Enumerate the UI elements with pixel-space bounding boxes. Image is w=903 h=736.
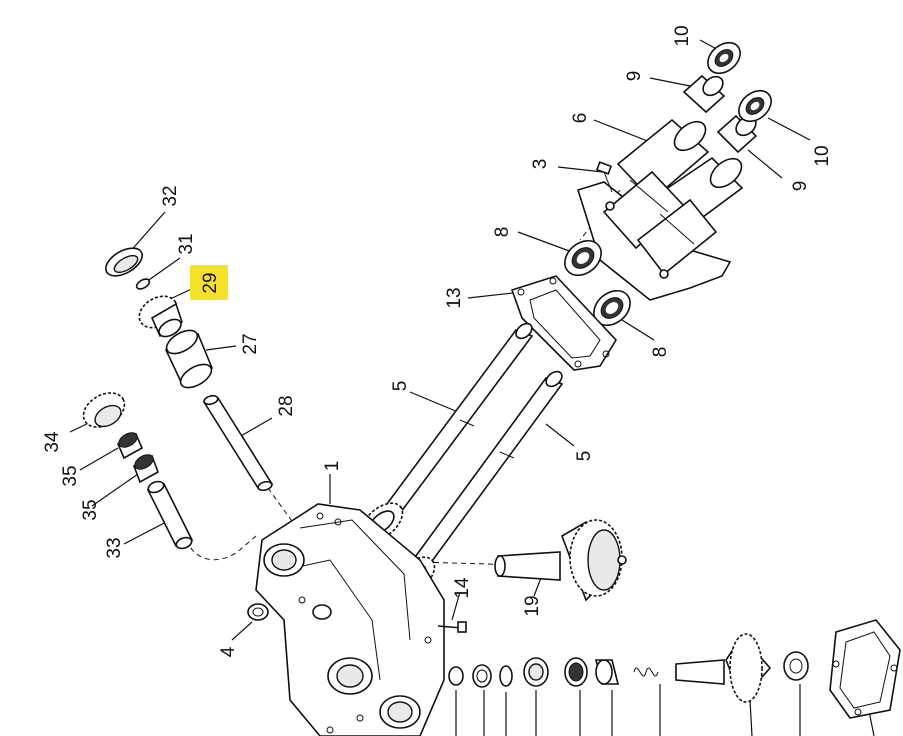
bolt-3 bbox=[595, 161, 613, 193]
callout-labels: 10 9 6 10 3 9 32 31 29 8 13 8 27 5 28 34… bbox=[42, 25, 833, 657]
gear-29 bbox=[138, 295, 183, 338]
seal-10b bbox=[738, 89, 772, 123]
callout-29: 29 bbox=[200, 272, 221, 293]
callout-1: 1 bbox=[322, 461, 343, 472]
seal-10a bbox=[707, 41, 741, 75]
callout-14: 14 bbox=[452, 577, 473, 599]
lower-row-parts bbox=[448, 619, 901, 719]
callout-35b: 35 bbox=[80, 499, 101, 520]
callout-10a: 10 bbox=[672, 25, 693, 46]
nut-4 bbox=[247, 603, 269, 621]
callout-8b: 8 bbox=[650, 347, 671, 358]
callout-31: 31 bbox=[176, 233, 197, 254]
cap-32 bbox=[105, 247, 143, 277]
callout-10b: 10 bbox=[812, 145, 833, 166]
gasket-13 bbox=[510, 275, 618, 371]
circlip-31 bbox=[135, 278, 151, 290]
callout-6: 6 bbox=[570, 113, 591, 124]
callout-33: 33 bbox=[104, 537, 125, 558]
callout-highlight bbox=[190, 265, 228, 300]
gear-34 bbox=[82, 392, 126, 428]
callout-34: 34 bbox=[42, 431, 63, 453]
pin-28 bbox=[202, 394, 274, 492]
callout-9b: 9 bbox=[790, 181, 811, 192]
shaft-5b bbox=[408, 370, 564, 574]
callout-28: 28 bbox=[276, 395, 297, 416]
callout-4: 4 bbox=[218, 646, 239, 657]
bearing-9a bbox=[682, 74, 726, 114]
callout-9a: 9 bbox=[624, 71, 645, 82]
bushing-27 bbox=[164, 329, 214, 389]
bearing-9b bbox=[716, 114, 758, 154]
bearing-35b bbox=[133, 454, 159, 484]
bolt-14 bbox=[437, 621, 467, 633]
pin-33 bbox=[146, 480, 194, 550]
callout-5a: 5 bbox=[390, 381, 411, 392]
callout-13: 13 bbox=[444, 287, 465, 308]
callout-27: 27 bbox=[240, 333, 261, 354]
bearing-35a bbox=[116, 432, 144, 460]
callout-32: 32 bbox=[160, 185, 181, 206]
bevel-gear-19 bbox=[494, 519, 627, 602]
callout-3: 3 bbox=[530, 159, 551, 170]
main-housing-1 bbox=[255, 503, 445, 736]
callout-35a: 35 bbox=[60, 465, 81, 486]
bearing-8a bbox=[564, 239, 602, 277]
shaft-5a bbox=[376, 322, 534, 526]
sleeve-housing-6 bbox=[576, 118, 744, 301]
bearing-8b bbox=[593, 289, 631, 327]
callout-19: 19 bbox=[522, 595, 543, 616]
callout-5b: 5 bbox=[574, 451, 595, 462]
callout-8a: 8 bbox=[492, 227, 513, 238]
